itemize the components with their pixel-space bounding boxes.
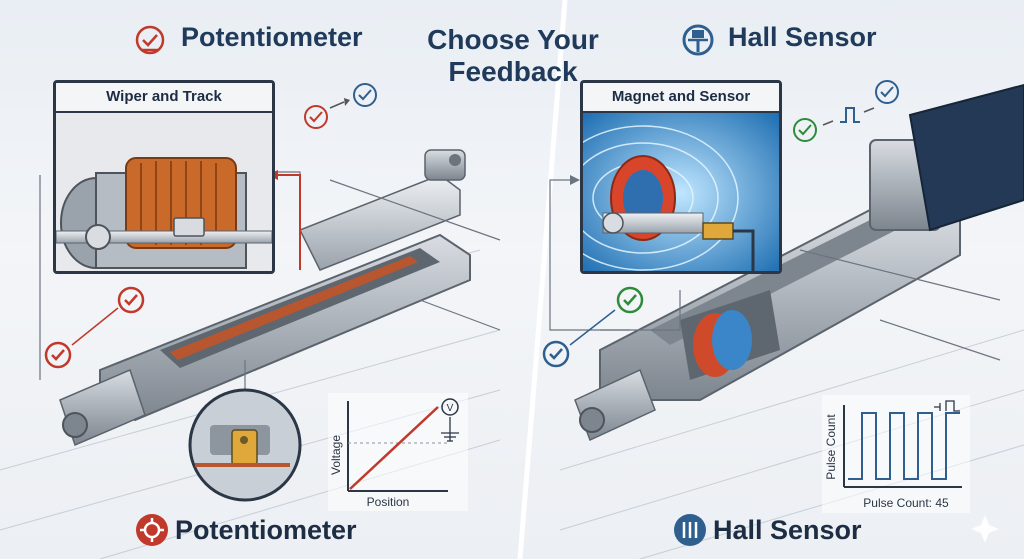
wiper-magnifier: [188, 388, 302, 502]
y-axis-label: Voltage: [329, 435, 343, 475]
pulse-waveform: [848, 412, 960, 480]
left-actuator: [59, 149, 471, 447]
pulse-icon: [934, 400, 960, 412]
left-callout-leader: [278, 174, 301, 270]
potentiometer-cutaway: [56, 113, 272, 271]
voltage-line: [349, 406, 439, 490]
gear-icon: [136, 514, 168, 546]
hall-sensor-icon: [682, 24, 714, 56]
callout-title: Magnet and Sensor: [583, 83, 779, 113]
pulse-count-graph: Pulse Count Pulse Count: 45: [822, 395, 970, 513]
voltmeter-icon: [441, 398, 459, 416]
right-heading: Hall Sensor: [728, 22, 877, 52]
wiper-and-track-callout: Wiper and Track: [53, 80, 275, 274]
hall-cutaway: [583, 113, 779, 271]
hall-sensor-icon: [674, 514, 706, 546]
main-title: Choose Your Feedback: [427, 24, 599, 87]
check-icon: [304, 83, 377, 129]
left-footer-label: Potentiometer: [175, 515, 357, 545]
dimension-lines: [39, 171, 1001, 400]
pulse-readout: Pulse Count: 45: [863, 496, 949, 510]
callout-title: Wiper and Track: [56, 83, 272, 113]
check-icon: [135, 25, 165, 55]
magnet-and-sensor-callout: Magnet and Sensor: [580, 80, 782, 274]
voltage-position-graph: Voltage Position V: [328, 393, 468, 511]
check-icon: [44, 286, 145, 369]
y-axis-label: Pulse Count: [824, 414, 838, 480]
ground-icon: [441, 417, 459, 442]
x-axis-label: Position: [367, 495, 410, 509]
check-icon: [793, 80, 899, 142]
check-icon: [542, 286, 644, 368]
voltage-symbol: V: [447, 403, 454, 414]
center-divider: [517, 0, 568, 559]
left-heading: Potentiometer: [181, 22, 363, 52]
right-actuator: [574, 83, 1024, 442]
sparkle-icon: [971, 515, 999, 543]
right-footer-label: Hall Sensor: [713, 515, 862, 545]
